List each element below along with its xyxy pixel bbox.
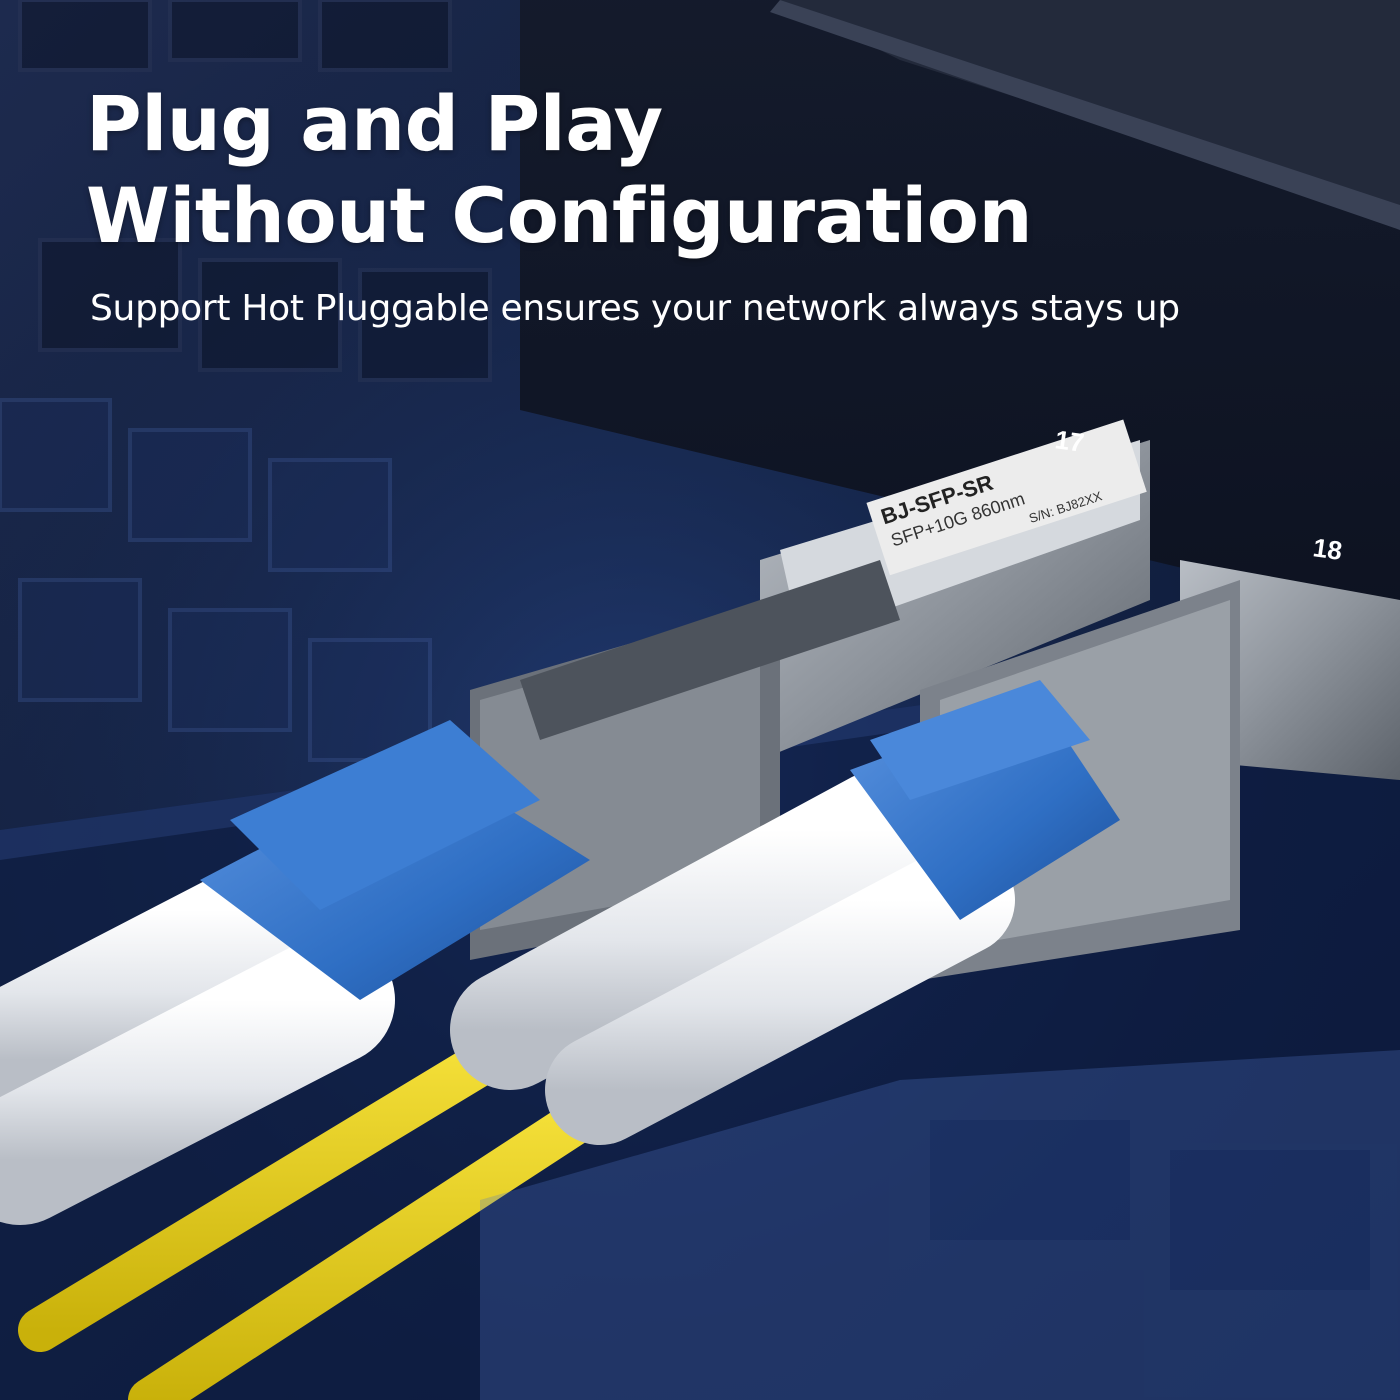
port-number-17: 17 (1053, 424, 1086, 458)
switch-top-panel (520, 0, 1400, 620)
module-label: BJ-SFP-SR SFP+10G 860nm S/N: BJ82XX (866, 419, 1147, 576)
lc-connectors-blue (200, 680, 1120, 1000)
fiber-cables-yellow (18, 1018, 632, 1400)
floor-reflection (480, 1050, 1400, 1400)
headline-line-1: Plug and Play (86, 79, 663, 168)
headline: Plug and Play Without Configuration (86, 78, 1033, 262)
connector-boots-white (0, 770, 1015, 1225)
port-number-18: 18 (1311, 532, 1344, 566)
rj45-port-grid-top (18, 0, 492, 382)
headline-line-2: Without Configuration (86, 171, 1033, 260)
subheadline: Support Hot Pluggable ensures your netwo… (90, 288, 1180, 329)
